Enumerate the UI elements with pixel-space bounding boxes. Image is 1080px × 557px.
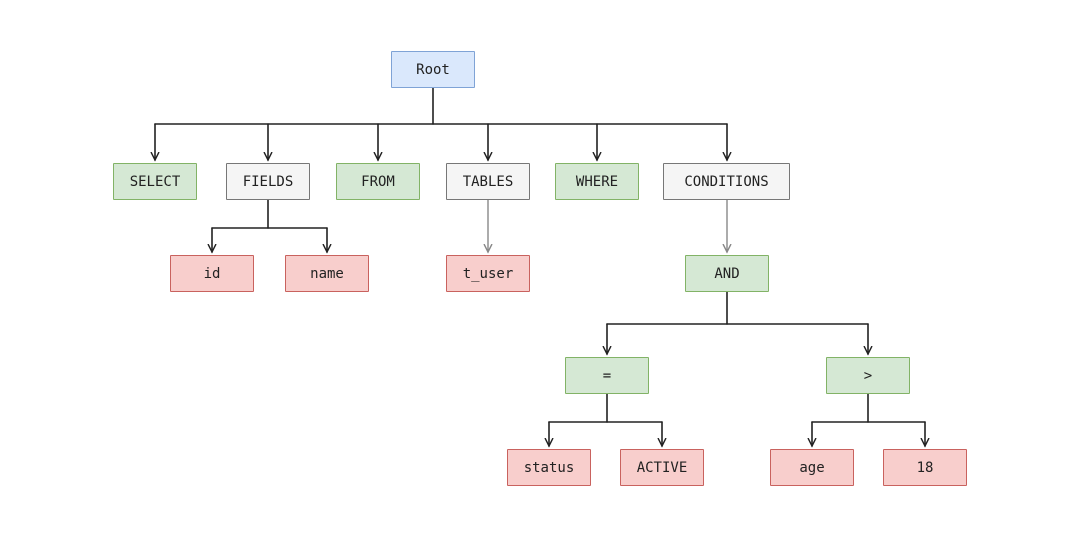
node-t_user: t_user <box>446 255 530 292</box>
node-and: AND <box>685 255 769 292</box>
node-conditions: CONDITIONS <box>663 163 790 200</box>
node-where: WHERE <box>555 163 639 200</box>
node-status: status <box>507 449 591 486</box>
node-fields: FIELDS <box>226 163 310 200</box>
node-eq: = <box>565 357 649 394</box>
node-active: ACTIVE <box>620 449 704 486</box>
node-from: FROM <box>336 163 420 200</box>
node-gt: > <box>826 357 910 394</box>
node-name: name <box>285 255 369 292</box>
node-select: SELECT <box>113 163 197 200</box>
node-age: age <box>770 449 854 486</box>
node-tables: TABLES <box>446 163 530 200</box>
node-id: id <box>170 255 254 292</box>
node-18: 18 <box>883 449 967 486</box>
node-root: Root <box>391 51 475 88</box>
